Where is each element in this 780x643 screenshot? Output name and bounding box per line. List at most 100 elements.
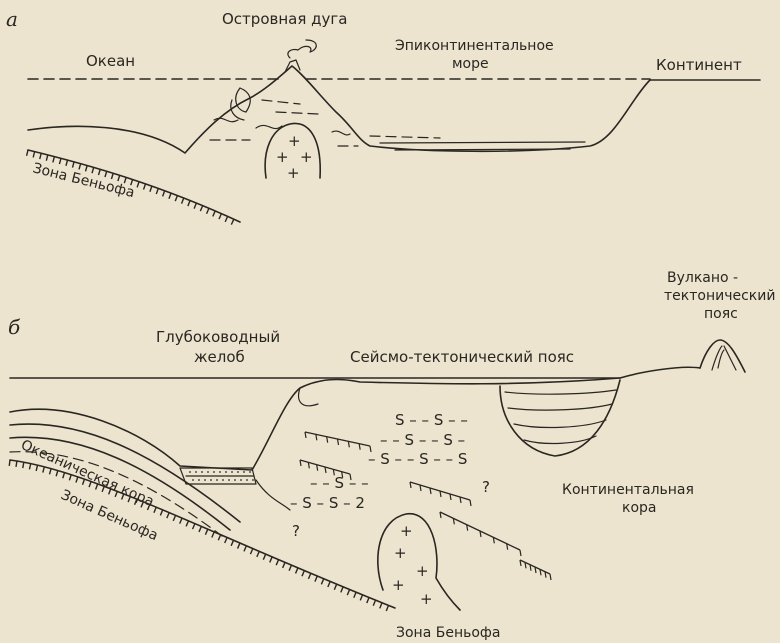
sediment-dot: [204, 479, 206, 481]
benioff-tick: [238, 543, 240, 549]
benioff-tick: [257, 551, 259, 557]
benioff-tick: [36, 465, 37, 471]
panel-a: a + + + + Островная дуга: [6, 7, 760, 225]
benioff-tick: [334, 584, 336, 590]
label-benioff-a: Зона Беньофа: [31, 160, 136, 201]
benioff-tick: [154, 507, 156, 513]
benioff-tick: [23, 462, 24, 468]
sediment-dot: [234, 479, 236, 481]
benioff-tick: [180, 518, 182, 524]
syncline-layer: [524, 436, 596, 443]
benioff-tick: [231, 219, 233, 224]
sediment-dot: [231, 471, 233, 473]
benioff-tick: [283, 562, 285, 568]
benioff-tick: [347, 590, 349, 596]
label-volcano-1: Вулкано -: [667, 270, 738, 286]
benioff-tick: [182, 198, 184, 204]
sediment-dot: [240, 479, 242, 481]
benioff-tick: [276, 560, 278, 566]
granite-plus: +: [394, 544, 407, 562]
label-continental-crust-1: Континентальная: [562, 482, 694, 498]
sediment-dot: [243, 471, 245, 473]
benioff-tick: [302, 571, 304, 577]
sediment-dot: [195, 471, 197, 473]
sediment-dot: [237, 471, 239, 473]
thrust-tick: [470, 500, 471, 506]
label-volcano-2: тектонический: [664, 288, 775, 304]
fold-s: – S – S – 2: [290, 494, 365, 512]
label-epicontinental-2: море: [452, 56, 489, 72]
benioff-tick: [186, 521, 188, 527]
benioff-tick: [341, 587, 343, 593]
panel-b: б S – – S – – – – S – – S – – S – – S – …: [8, 270, 775, 641]
granite-plus: +: [400, 522, 413, 540]
granite-plus: +: [287, 164, 300, 182]
benioff-tick: [156, 188, 158, 194]
volcano-b-inner: [718, 350, 724, 368]
benioff-tick: [29, 464, 30, 470]
benioff-tick: [386, 605, 388, 611]
fold-s: – S – – S – – S: [368, 450, 467, 468]
benioff-tick: [199, 526, 201, 532]
benioff-tick: [225, 538, 227, 544]
basin-layer-2: [380, 142, 585, 143]
benioff-tick: [59, 158, 61, 164]
benioff-tick: [244, 546, 246, 552]
benioff-tick: [321, 579, 323, 585]
benioff-tick: [380, 603, 382, 609]
benioff-tick: [105, 171, 107, 177]
sediment-dot: [189, 471, 191, 473]
syncline-layer: [505, 390, 616, 394]
benioff-tick: [111, 173, 113, 179]
benioff-tick: [66, 160, 68, 166]
benioff-tick: [43, 467, 45, 473]
seafloor-profile-b: [10, 367, 700, 470]
benioff-tick: [213, 211, 215, 217]
benioff-tick: [194, 203, 196, 209]
sediment-dot: [249, 471, 251, 473]
sediment-dot: [207, 471, 209, 473]
fold-s: S – – S – –: [395, 411, 468, 429]
benioff-tick: [92, 167, 94, 173]
benioff-tick: [315, 576, 317, 582]
granite-plus: +: [392, 576, 405, 594]
thrust-tick: [550, 574, 551, 580]
benioff-tick: [40, 153, 41, 159]
benioff-tick: [219, 214, 221, 219]
benioff-tick: [270, 557, 272, 563]
sediment-dot: [198, 479, 200, 481]
benioff-tick: [360, 595, 362, 601]
benioff-tick: [173, 515, 175, 521]
thrust-tick: [359, 444, 360, 450]
benioff-tick: [72, 162, 74, 168]
thrust-tick: [305, 432, 306, 438]
benioff-tick: [205, 529, 207, 535]
wedge-line: [256, 480, 290, 510]
granite-plus: +: [288, 132, 301, 150]
benioff-tick: [218, 535, 220, 541]
benioff-tick: [328, 581, 330, 587]
sediment-dot: [228, 479, 230, 481]
benioff-tick: [9, 460, 10, 466]
sediment-dot: [192, 479, 194, 481]
label-seismo-belt: Сейсмо-тектонический пояс: [350, 348, 574, 366]
benioff-tick: [250, 549, 252, 555]
benioff-tick: [150, 186, 152, 192]
benioff-tick: [167, 513, 169, 519]
basin-layer-1: [370, 136, 440, 138]
label-island-arc: Островная дуга: [222, 10, 347, 28]
benioff-tick: [231, 540, 233, 546]
benioff-tick: [354, 592, 356, 598]
arc-dash-2: [276, 112, 318, 114]
syncline-layer: [514, 420, 606, 427]
benioff-tick: [53, 157, 55, 163]
benioff-tick: [16, 461, 17, 467]
label-continent: Континент: [656, 56, 742, 74]
benioff-tick: [160, 510, 162, 516]
label-epicontinental-1: Эпиконтинентальное: [395, 38, 554, 54]
sediment-dot: [222, 479, 224, 481]
benioff-tick: [193, 524, 195, 530]
thrust-tick: [520, 550, 521, 556]
question-mark-1: ?: [292, 522, 300, 540]
